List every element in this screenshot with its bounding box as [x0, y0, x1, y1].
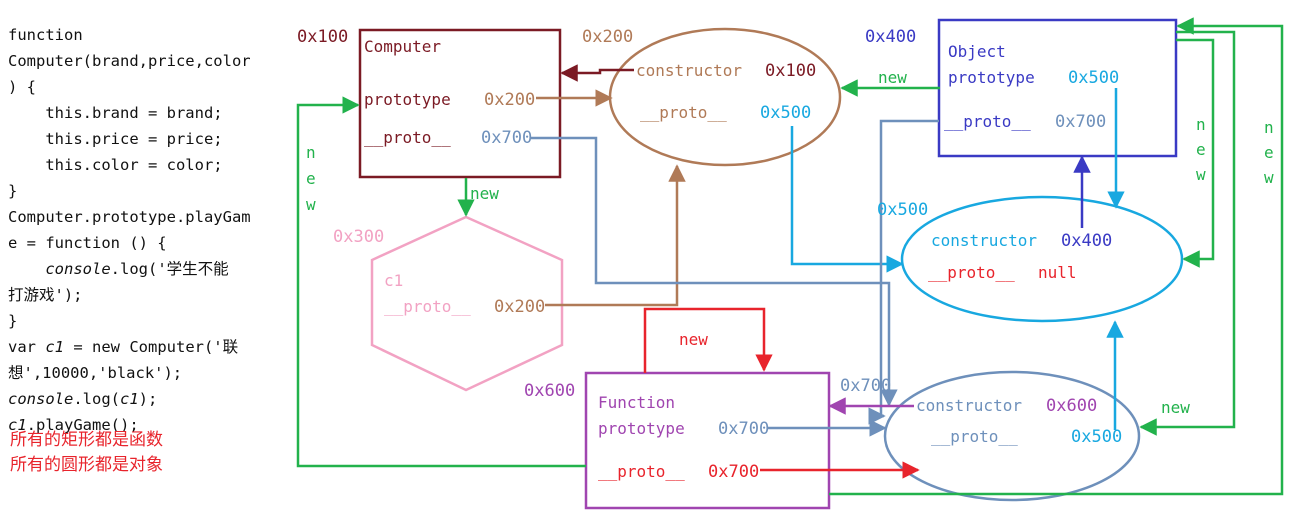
label-new-function-proto: new [1161, 398, 1190, 417]
arrow-function-new-computer [296, 96, 586, 468]
c1-name: c1 [384, 271, 403, 290]
function-proto-label: __proto__ [598, 462, 685, 481]
object-proto-obj-proto-label: __proto__ [928, 263, 1015, 282]
object-proto-label: __proto__ [944, 112, 1031, 131]
code-line: this.price = price; [8, 130, 223, 148]
code-line: } [8, 182, 18, 200]
c1-proto-label: __proto__ [384, 297, 471, 316]
code-line: Computer.prototype.playGam [8, 208, 251, 226]
computer-prototype-label: prototype [364, 90, 451, 109]
object-address: 0x400 [865, 27, 916, 47]
code-line: console.log(c1); [8, 390, 158, 408]
label-new-object: new [878, 68, 907, 87]
label-new-vertical-mid-n: n [1196, 115, 1206, 134]
label-new-vertical-right-n: n [1264, 118, 1274, 137]
c1-proto-value: 0x200 [494, 297, 545, 317]
code-italic-token: c1 [120, 390, 139, 408]
function-prototype-label: prototype [598, 419, 685, 438]
computer-proto-value: 0x700 [481, 128, 532, 148]
code-line: Computer(brand,price,color [8, 52, 251, 70]
function-proto-obj-address: 0x700 [840, 376, 891, 396]
arrow-function-new-self [643, 307, 773, 373]
code-line: e = function () { [8, 234, 167, 252]
computer-prototype-object [608, 27, 842, 167]
computer-proto-obj-constructor-value: 0x100 [765, 61, 816, 81]
code-line: 打游戏'); [8, 286, 83, 304]
arrow-function-new-object [829, 17, 1284, 496]
computer-proto-label: __proto__ [364, 128, 451, 147]
object-proto-value: 0x700 [1055, 112, 1106, 132]
code-line: var c1 = new Computer('联 [8, 338, 239, 356]
label-new-function-self: new [679, 330, 708, 349]
code-line: console.log('学生不能 [45, 260, 229, 278]
arrow-object-new-object-proto [1176, 38, 1215, 268]
label-new-computer-c1: new [470, 184, 499, 203]
code-line: this.brand = brand; [8, 104, 223, 122]
label-new-vertical-left-e: e [306, 169, 316, 188]
function-prototype-value: 0x700 [718, 419, 769, 439]
arrow-computer-proto [531, 136, 898, 407]
label-new-vertical-mid-e: e [1196, 140, 1206, 159]
code-line: c1.playGame(); [8, 416, 139, 434]
arrow-object-new-function-proto [1139, 30, 1236, 436]
note-rectangles-are-functions: 所有的矩形都是函数 [10, 430, 163, 450]
label-new-vertical-left-w: w [306, 195, 316, 214]
computer-address: 0x100 [297, 27, 348, 47]
computer-prototype-value: 0x200 [484, 90, 535, 110]
code-line: this.color = color; [8, 156, 223, 174]
arrow-proto-constructor [560, 64, 634, 82]
arrow-object-proto [868, 119, 939, 425]
label-new-vertical-right-w: w [1264, 168, 1274, 187]
function-proto-obj-constructor-label: constructor [916, 396, 1022, 415]
c1-address: 0x300 [333, 227, 384, 247]
computer-proto-obj-proto-value: 0x500 [760, 103, 811, 123]
computer-name: Computer [364, 37, 441, 56]
label-new-vertical-right-e: e [1264, 143, 1274, 162]
function-proto-obj-proto-value: 0x500 [1071, 427, 1122, 447]
object-prototype-value: 0x500 [1068, 68, 1119, 88]
computer-proto-obj-constructor-label: constructor [636, 61, 742, 80]
code-italic-token: c1 [8, 416, 27, 434]
object-proto-obj-address: 0x500 [877, 200, 928, 220]
code-italic-token: console [45, 260, 111, 278]
computer-proto-obj-proto-label: __proto__ [640, 103, 727, 122]
function-name: Function [598, 393, 675, 412]
notes: 所有的矩形都是函数 所有的圆形都是对象 [10, 428, 163, 478]
code-line: function [8, 26, 83, 44]
object-prototype-object [900, 195, 1184, 323]
function-proto-obj-proto-label: __proto__ [931, 427, 1018, 446]
arrow-c1-proto [545, 164, 686, 307]
label-new-vertical-mid-w: w [1196, 165, 1206, 184]
code-italic-token: c1 [45, 338, 64, 356]
function-proto-value: 0x700 [708, 462, 759, 482]
computer-proto-obj-address: 0x200 [582, 27, 633, 47]
object-function-box [937, 18, 1178, 158]
object-name: Object [948, 42, 1006, 61]
computer-function-box [358, 28, 562, 179]
c1-instance-hexagon [370, 215, 564, 392]
object-proto-obj-constructor-value: 0x400 [1061, 231, 1112, 251]
arrow-computer-proto-obj-proto [790, 126, 904, 273]
object-proto-obj-proto-value: null [1038, 263, 1077, 282]
code-line: 想',10000,'black'); [8, 364, 183, 382]
note-circles-are-objects: 所有的圆形都是对象 [10, 455, 163, 475]
label-new-vertical-left-n: n [306, 143, 316, 162]
code-line: } [8, 312, 18, 330]
function-proto-obj-constructor-value: 0x600 [1046, 396, 1097, 416]
object-prototype-label: prototype [948, 68, 1035, 87]
object-proto-obj-constructor-label: constructor [931, 231, 1037, 250]
function-function-box [584, 371, 831, 510]
function-address: 0x600 [524, 381, 575, 401]
code-line: ) { [8, 78, 36, 96]
code-italic-token: console [8, 390, 74, 408]
